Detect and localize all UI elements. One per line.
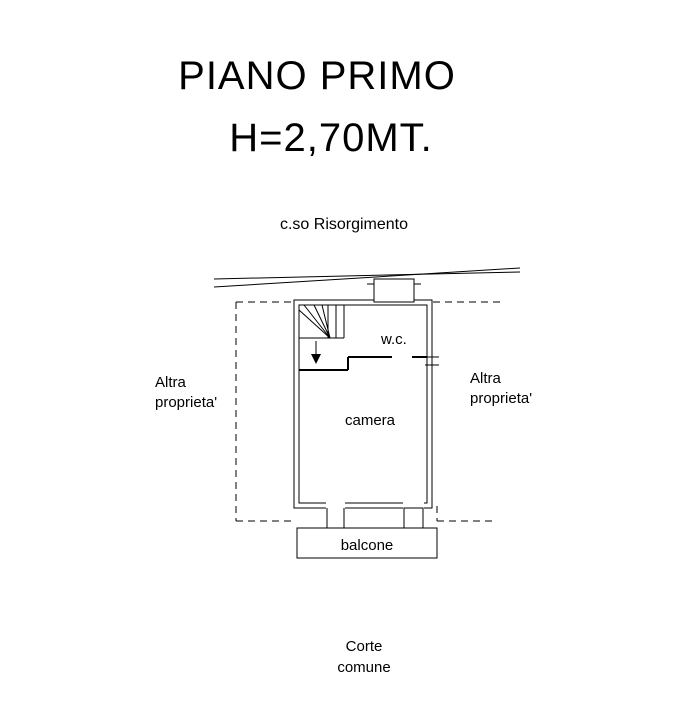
court-line2: comune <box>337 659 391 676</box>
right-wall-window-ticks <box>425 356 439 366</box>
balcony-room-label: balcone <box>340 537 394 554</box>
building-walls <box>293 299 433 509</box>
street-side-bay <box>367 278 421 303</box>
wc-partition <box>299 356 427 371</box>
stair-direction-arrow <box>311 341 321 364</box>
court-line1: Corte <box>345 638 383 655</box>
wall-openings <box>326 499 424 509</box>
left-property-line1: Altra <box>155 374 186 391</box>
page-title: PIANO PRIMO <box>178 54 456 98</box>
right-property-line2: proprieta' <box>470 390 533 407</box>
bedroom-room-label: camera <box>344 412 396 429</box>
right-property-line1: Altra <box>470 370 501 387</box>
street-label: c.so Risorgimento <box>279 216 409 233</box>
right-property-label: Altra proprieta' <box>470 369 532 409</box>
left-property-line2: proprieta' <box>155 394 218 411</box>
property-boundary-dashed <box>235 301 503 522</box>
staircase <box>298 304 345 339</box>
height-label: H=2,70MT. <box>229 116 433 160</box>
left-property-label: Altra proprieta' <box>155 373 217 413</box>
court-label: Corte comune <box>314 636 414 678</box>
balcony-outline <box>296 507 438 559</box>
wc-room-label: w.c. <box>381 331 407 348</box>
street-lines <box>213 267 521 288</box>
